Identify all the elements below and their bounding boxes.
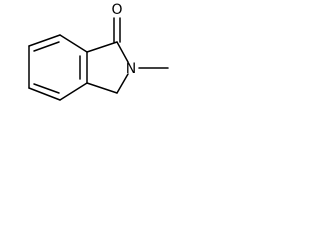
carbonyl-carbon-bond (86, 41, 118, 53)
benzene-bond-top (28, 34, 61, 47)
chemical-structure-diagram: O N (28, 2, 169, 101)
nitrogen-atom-label: N (126, 61, 136, 77)
methylene-bond (86, 82, 118, 94)
oxygen-atom-label: O (111, 2, 122, 18)
c-n-bond-bottom (116, 73, 129, 94)
benzene-bond-top-inner (33, 41, 60, 52)
c-n-bond-top (116, 41, 129, 63)
benzene-bond-bottom-inner (33, 83, 60, 94)
benzene-bond-bottom (28, 87, 61, 101)
benzene-bond-right-fused (59, 34, 88, 53)
benzene-bond-bottom-right (59, 82, 88, 101)
